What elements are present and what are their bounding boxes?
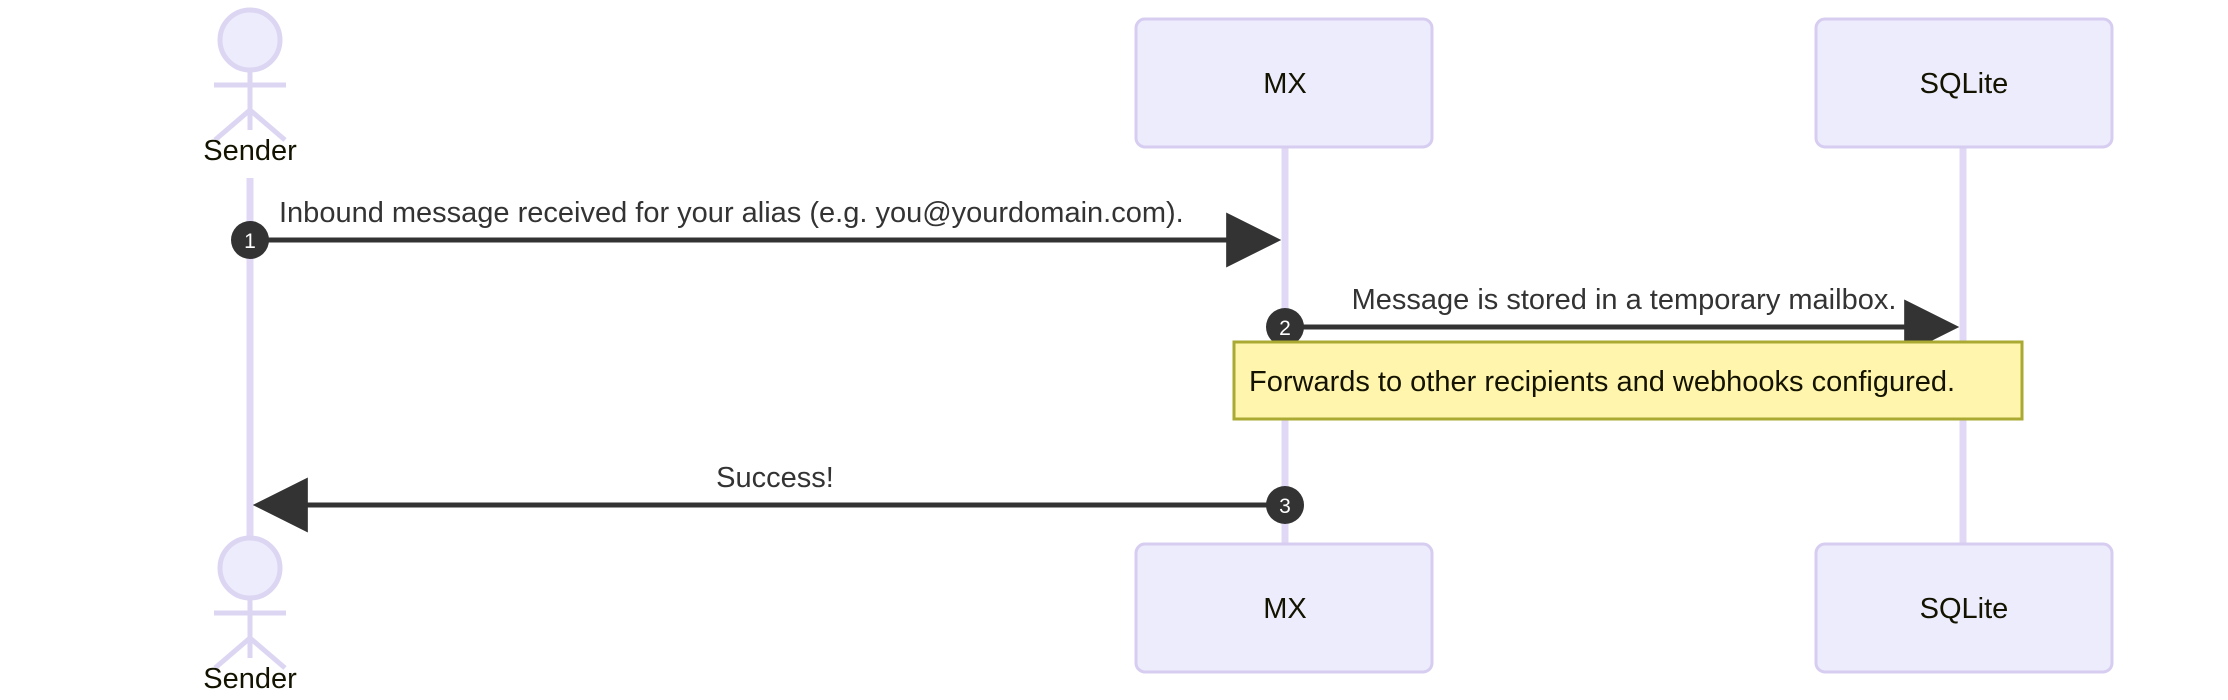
- actor-leg-left-icon: [213, 108, 252, 142]
- note-rect: [1232, 340, 2024, 421]
- note-box: Forwards to other recipients and webhook…: [1232, 340, 2024, 421]
- participant-sqlite-bottom[interactable]: SQLite: [1814, 542, 2114, 674]
- message-badge-2: [1266, 308, 1304, 346]
- participant-box-mx-bottom: [1134, 542, 1434, 674]
- participant-label-mx-top: MX: [1263, 68, 1307, 100]
- participant-box-mx-top: [1134, 17, 1434, 149]
- participant-box-sqlite-top: [1814, 17, 2114, 149]
- actor-leg-right-icon: [248, 108, 287, 142]
- actor-head-icon: [217, 7, 283, 73]
- actor-leg-right-icon: [248, 636, 287, 670]
- message-label-3: Success!: [716, 462, 834, 494]
- message-1[interactable]: Inbound message received for your alias …: [231, 197, 1282, 268]
- actor-label-sender-bottom: Sender: [203, 663, 297, 695]
- message-3[interactable]: Success! 3: [252, 462, 1304, 533]
- message-badge-number-1: 1: [244, 230, 256, 253]
- actor-leg-left-icon: [213, 636, 252, 670]
- note-text: Forwards to other recipients and webhook…: [1249, 366, 1955, 398]
- message-badge-number-3: 3: [1279, 495, 1291, 518]
- actor-label-sender-top: Sender: [203, 135, 297, 167]
- participant-label-mx-bottom: MX: [1263, 593, 1307, 625]
- actor-head-icon: [217, 535, 283, 601]
- message-label-2: Message is stored in a temporary mailbox…: [1352, 284, 1897, 316]
- participant-mx-bottom[interactable]: MX: [1134, 542, 1434, 674]
- message-2[interactable]: Message is stored in a temporary mailbox…: [1266, 284, 1960, 355]
- participant-label-sqlite-bottom: SQLite: [1920, 593, 2009, 625]
- participant-label-sqlite-top: SQLite: [1920, 68, 2009, 100]
- participant-sqlite-top[interactable]: SQLite: [1814, 17, 2114, 149]
- message-badge-1: [231, 221, 269, 259]
- message-label-1: Inbound message received for your alias …: [279, 197, 1184, 229]
- participant-sender-top[interactable]: Sender: [203, 7, 297, 167]
- participant-mx-top[interactable]: MX: [1134, 17, 1434, 149]
- message-badge-3: [1266, 486, 1304, 524]
- participant-sender-bottom[interactable]: Sender: [203, 535, 297, 695]
- message-badge-number-2: 2: [1279, 317, 1291, 340]
- participant-box-sqlite-bottom: [1814, 542, 2114, 674]
